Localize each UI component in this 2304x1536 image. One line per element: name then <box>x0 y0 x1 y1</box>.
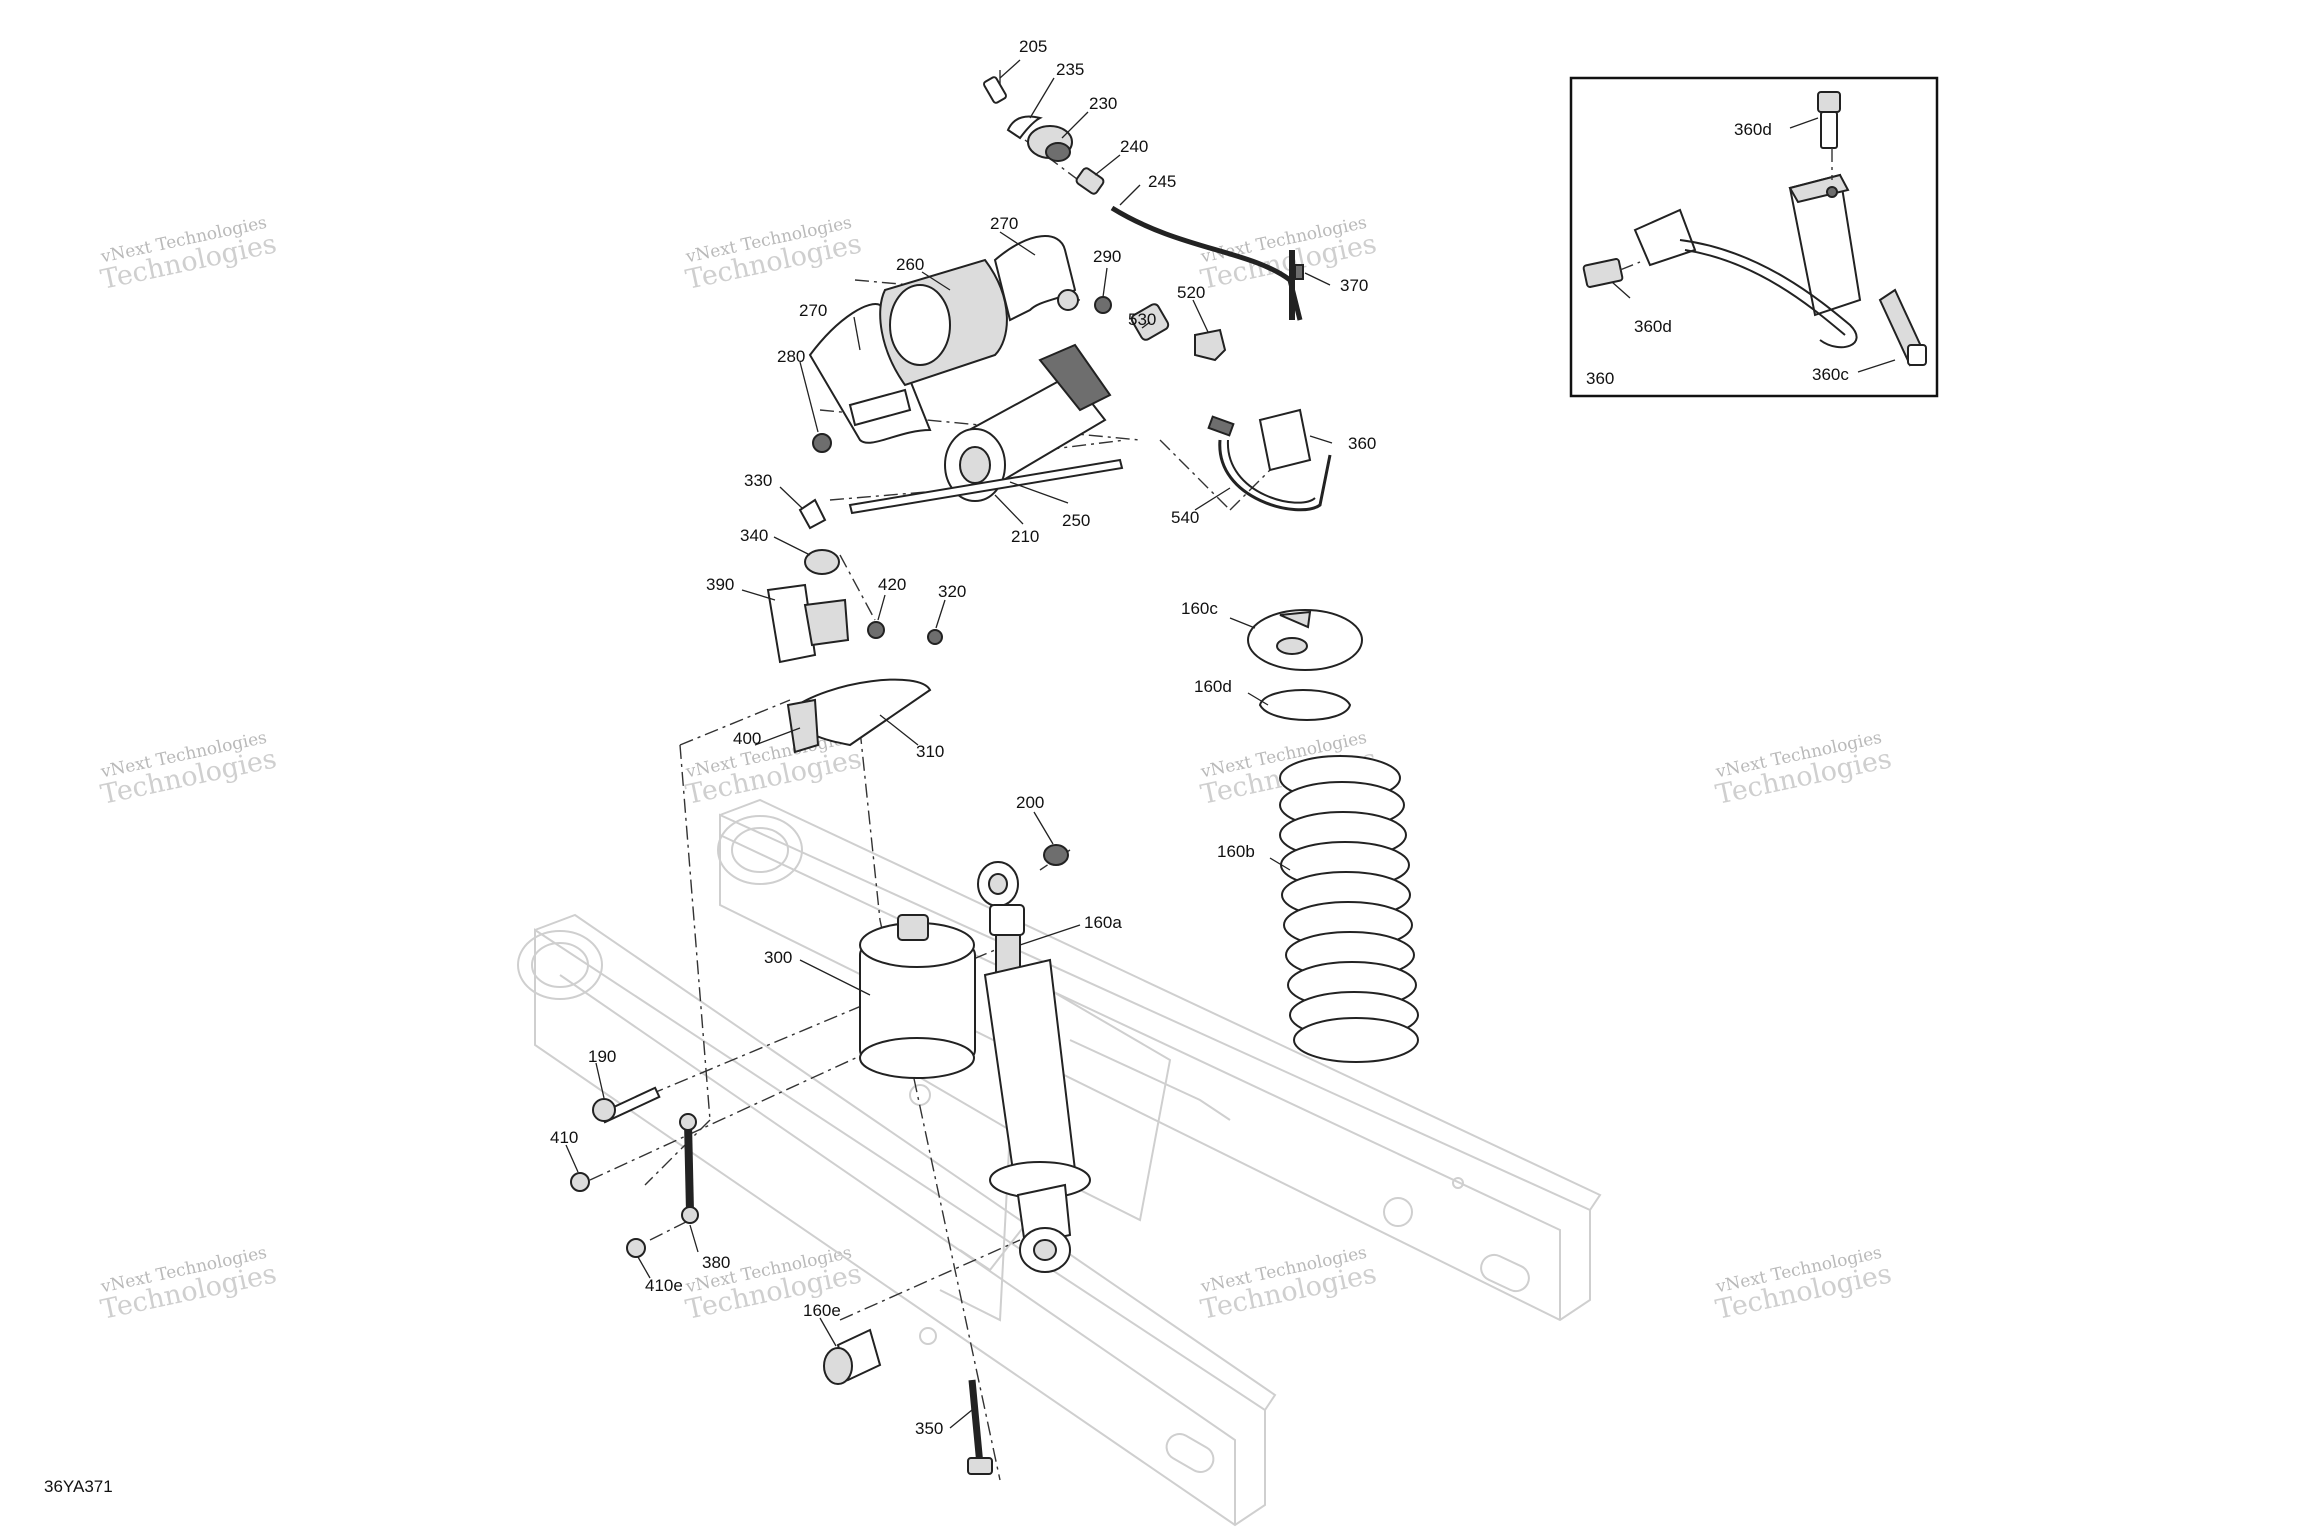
screw-410e <box>626 1238 646 1258</box>
leader-lines <box>565 59 1333 1429</box>
part-label-400: 400 <box>733 729 761 748</box>
cover-260-opening <box>889 284 951 366</box>
inset-title: 360 <box>1586 369 1614 388</box>
clip-235 <box>1006 115 1043 140</box>
part-label-310: 310 <box>916 742 944 761</box>
part-label-160b: 160b <box>1217 842 1255 861</box>
inset-leader <box>1857 359 1896 373</box>
rod-250 <box>848 458 1124 515</box>
part-label-235: 235 <box>1056 60 1084 79</box>
shock-absorber-160a <box>977 861 1091 1273</box>
part-label-290: 290 <box>1093 247 1121 266</box>
shield-270-right <box>993 235 1077 322</box>
screw-370 <box>1294 264 1304 280</box>
bushing-160e <box>823 1328 882 1385</box>
shield-270-left-tab <box>848 388 912 427</box>
detail-inset-360: 360d 360d 360c 360 <box>1569 76 1939 398</box>
part-label-410: 410 <box>550 1128 578 1147</box>
fitting-240 <box>1075 167 1105 195</box>
cap-230 <box>1027 125 1073 162</box>
elbow-520 <box>1194 328 1227 362</box>
part-label-410e: 410e <box>645 1276 683 1295</box>
link-380 <box>679 1113 699 1224</box>
reservoir-300 <box>859 914 976 1079</box>
part-labels: 205 235 230 240 245 270 260 270 290 280 … <box>550 37 1376 1438</box>
inset-valve-block-top <box>1788 173 1850 204</box>
bolt-290 <box>1094 296 1112 314</box>
valve-block-360 <box>1207 408 1332 512</box>
swing-arm-frame <box>517 798 1602 1527</box>
inset-harness <box>1684 249 1846 336</box>
inset-elbow-360c <box>1878 288 1927 367</box>
nut-420 <box>867 621 885 639</box>
part-label-530: 530 <box>1128 310 1156 329</box>
spring-seat-160c <box>1247 609 1363 671</box>
part-label-210: 210 <box>1011 527 1039 546</box>
part-label-540: 540 <box>1171 508 1199 527</box>
inset-leader <box>1611 281 1631 299</box>
nut-280 <box>812 433 832 453</box>
fitting-205 <box>983 76 1007 104</box>
bushing-200 <box>1043 844 1069 866</box>
part-label-360: 360 <box>1348 434 1376 453</box>
part-label-205: 205 <box>1019 37 1047 56</box>
screw-410 <box>570 1172 590 1192</box>
part-label-190: 190 <box>588 1047 616 1066</box>
part-label-160d: 160d <box>1194 677 1232 696</box>
part-label-350: 350 <box>915 1419 943 1438</box>
sensor-390-body <box>803 598 850 647</box>
part-label-280: 280 <box>777 347 805 366</box>
inset-label-360c: 360c <box>1812 365 1849 384</box>
part-label-420: 420 <box>878 575 906 594</box>
elbow-330 <box>798 498 827 530</box>
bolt-190 <box>592 1086 661 1124</box>
parts-drawings <box>570 76 1419 1475</box>
shield-270-right-bushing <box>1057 289 1079 311</box>
part-label-160c: 160c <box>1181 599 1218 618</box>
inset-fitting-360d-top <box>1817 91 1841 149</box>
part-label-520: 520 <box>1177 283 1205 302</box>
part-label-370: 370 <box>1340 276 1368 295</box>
part-label-250: 250 <box>1062 511 1090 530</box>
part-label-270: 270 <box>799 301 827 320</box>
sensor-390 <box>766 583 817 664</box>
inset-centerline <box>1619 261 1641 271</box>
figure-code: 36YA371 <box>44 1477 113 1496</box>
part-label-160a: 160a <box>1084 913 1122 932</box>
part-label-270: 270 <box>990 214 1018 233</box>
inset-frame <box>1569 76 1939 398</box>
part-label-260: 260 <box>896 255 924 274</box>
spring-clip-160d <box>1258 689 1352 721</box>
screw-320 <box>927 629 943 645</box>
inset-label-360d: 360d <box>1634 317 1672 336</box>
nut-340 <box>804 549 840 575</box>
hose-245 <box>1110 205 1303 321</box>
inset-leader <box>1789 117 1819 129</box>
part-label-160e: 160e <box>803 1301 841 1320</box>
part-label-240: 240 <box>1120 137 1148 156</box>
clip-400 <box>786 698 820 754</box>
part-label-320: 320 <box>938 582 966 601</box>
part-label-340: 340 <box>740 526 768 545</box>
inset-harness <box>1679 239 1858 349</box>
inset-label-360d: 360d <box>1734 120 1772 139</box>
part-label-200: 200 <box>1016 793 1044 812</box>
bolt-350 <box>967 1379 993 1475</box>
part-label-230: 230 <box>1089 94 1117 113</box>
coil-spring-160b <box>1279 755 1419 1063</box>
part-label-245: 245 <box>1148 172 1176 191</box>
part-label-380: 380 <box>702 1253 730 1272</box>
part-label-390: 390 <box>706 575 734 594</box>
inset-valve-port <box>1826 186 1838 198</box>
inset-connector <box>1633 208 1697 267</box>
part-label-300: 300 <box>764 948 792 967</box>
part-label-330: 330 <box>744 471 772 490</box>
